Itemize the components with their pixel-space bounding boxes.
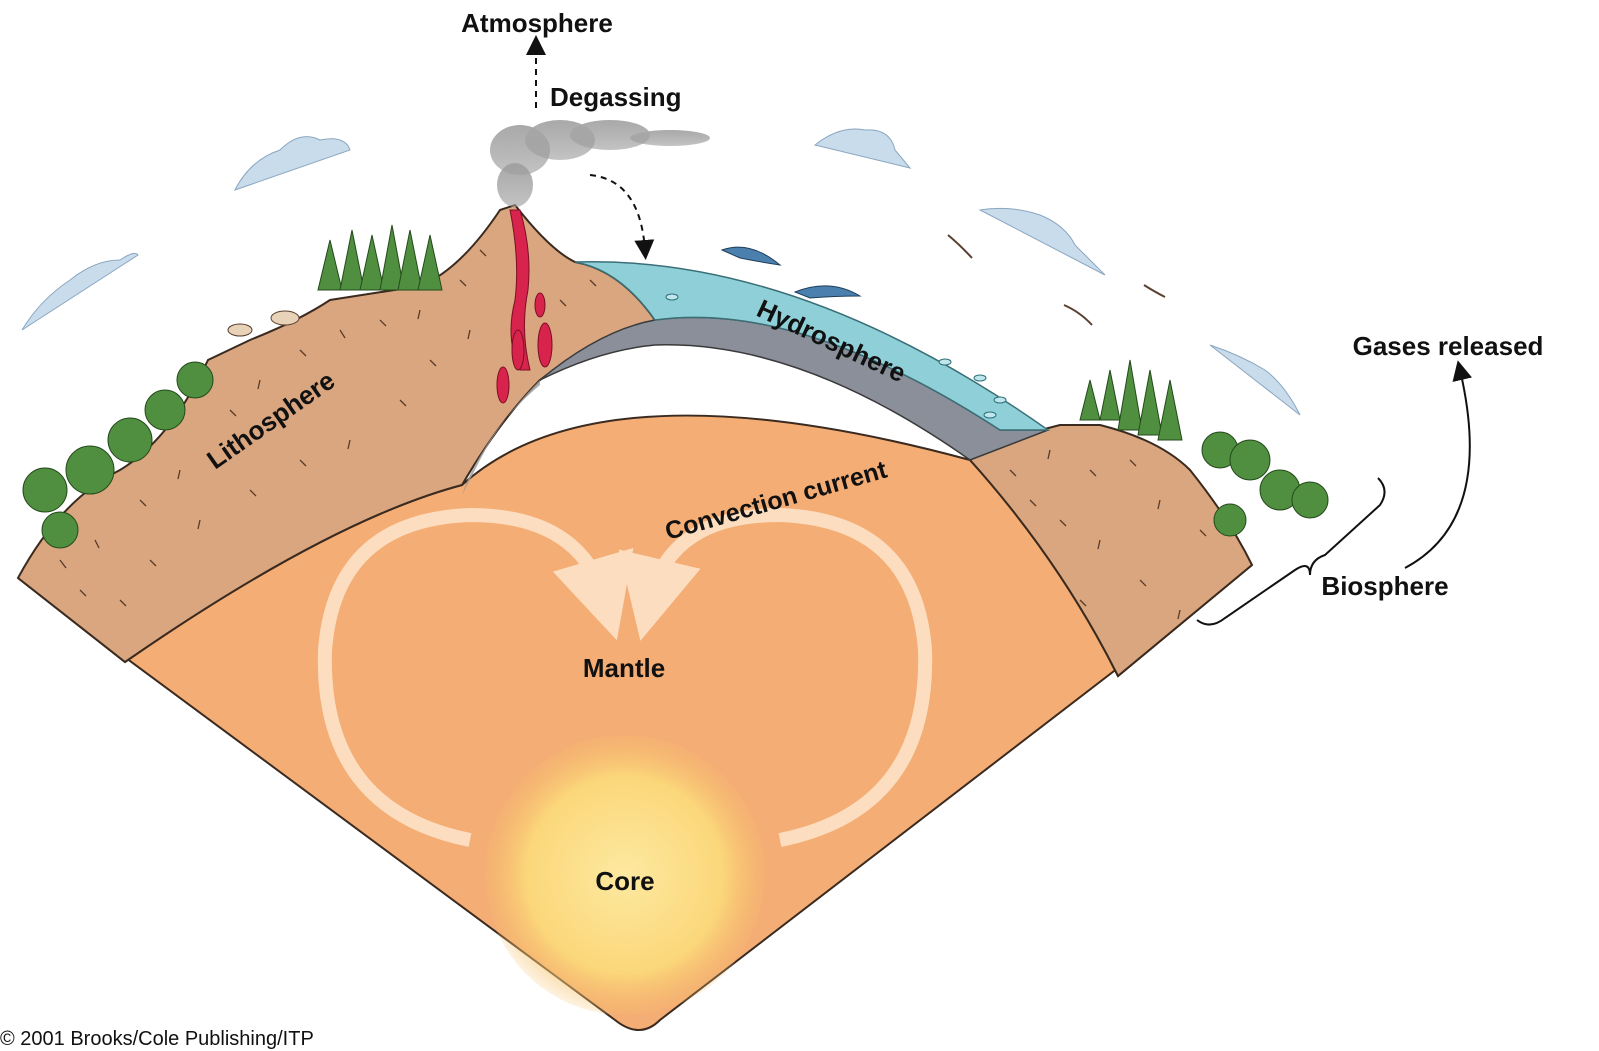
degassing-arrow-ocean bbox=[590, 175, 645, 250]
biosphere-label: Biosphere bbox=[1321, 571, 1448, 601]
mantle-label: Mantle bbox=[583, 653, 665, 683]
core-label: Core bbox=[595, 866, 654, 896]
degassing-label: Degassing bbox=[550, 82, 682, 112]
gases-released-label: Gases released bbox=[1353, 331, 1544, 361]
smoke-plume-icon bbox=[490, 120, 710, 207]
gases-released-arrow bbox=[1405, 370, 1470, 568]
atmosphere-label: Atmosphere bbox=[461, 8, 613, 38]
copyright-text: © 2001 Brooks/Cole Publishing/ITP bbox=[0, 1028, 314, 1050]
